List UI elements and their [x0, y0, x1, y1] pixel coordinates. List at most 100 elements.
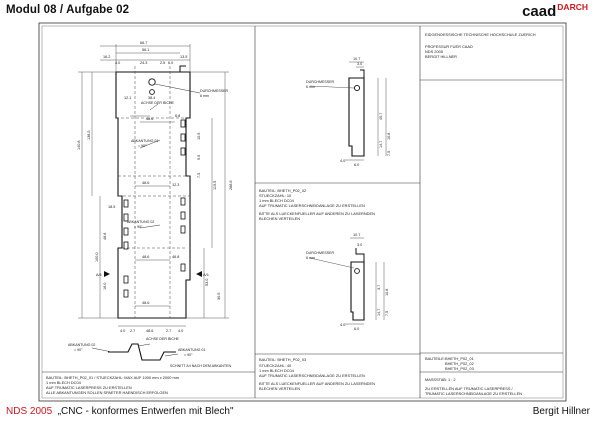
dim-label: 2.5 [160, 61, 165, 65]
part03-note: BLECHEN VERTEILEN [259, 386, 300, 391]
dim-label: 10.7 [353, 233, 360, 237]
dim-label: 10.8 [385, 289, 389, 296]
part02-note: AUF TRUMATIC LASERSCHNEIDANLAGE ZU ERSTE… [259, 203, 365, 208]
dim-label: 3.7 [377, 285, 381, 290]
section-fold1-angle: = 90° [184, 353, 193, 357]
section-marker-left [104, 271, 110, 277]
fold2-angle-label: = 90° [134, 225, 143, 229]
dim-label: 48.6 [142, 255, 149, 259]
fold1-label: ABKANTUNG 01 [131, 139, 158, 143]
sheet-note: TRUMATIC LASERSCHNEIDANLAGE ZU ERSTELLEN [425, 391, 522, 396]
footer-course: NDS 2005 „CNC - konformes Entwerfen mit … [6, 406, 234, 417]
dim-label: 48.6 [142, 181, 149, 185]
dim-label: 3.0 [357, 62, 362, 66]
dim-label: 48.6 [142, 301, 149, 305]
dim-label: 2.7 [166, 329, 171, 333]
part01-note: 1 mm BLECH DC04 [46, 380, 82, 385]
caad-logo: caadDARCH [522, 2, 588, 20]
dim-label: 6.0 [354, 163, 359, 167]
section-mark-left: A/1 [96, 272, 103, 277]
part01-leaders [139, 83, 201, 229]
dim-label: 24.3 [140, 61, 147, 65]
section-leader [164, 353, 179, 357]
part01-slot [180, 133, 186, 142]
dim-label: 53.0 [205, 279, 209, 286]
sheet-inner-frame [41, 25, 564, 399]
parts-label: BAUTEILE: [425, 356, 445, 361]
part01-slot [180, 119, 186, 128]
section-caption: SCHNITT A/I NACH DEM ABKANTEN [170, 364, 231, 368]
part02-note: BITTE ALS LUECKENFUELLER AUF ANDEREN ZU … [259, 211, 375, 216]
dim-label: 12.1 [124, 96, 131, 100]
part-id: BHETH_P02_03 [445, 366, 474, 371]
dim-label: 10.8 [387, 133, 391, 140]
institution-label: EIDGENOESSISCHE TECHNISCHE HOCHSCHULE ZU… [425, 32, 536, 37]
dim-label: 12.3 [172, 183, 179, 187]
dim-label: 56.1 [142, 48, 149, 52]
section-fold2-label: ABKANTUNG 02 [68, 343, 95, 347]
part02-outline [348, 77, 365, 157]
brand-name: caad [522, 3, 557, 20]
dim-label: 38.4 [148, 96, 155, 100]
part01-slot [123, 227, 129, 236]
section-leader [91, 347, 113, 353]
credits-line: NDS 2005 [425, 49, 443, 54]
fold2-label: ABKANTUNG 02 [127, 220, 154, 224]
dim-label: 7.5 [385, 311, 389, 316]
part02-hole [353, 84, 361, 92]
dim-label: 40.7 [379, 113, 383, 120]
dim-label: 140.8 [77, 140, 81, 150]
scale-label: MASSSTAB: [425, 377, 447, 382]
part01-slot [123, 289, 129, 298]
part01-hole-top [148, 78, 156, 86]
sheet-note: ZU ERSTELLEN AUF TRUMATIC LASERPRESS / [425, 386, 514, 391]
part01-slot [123, 199, 129, 208]
dim-label: 4.0 [115, 61, 120, 65]
section-mark-right: A/1 [203, 272, 210, 277]
part02-note: BAUTEIL: BHETH_P02_02 [259, 188, 306, 193]
part03-note: BAUTEIL: BHETH_P02_03 [259, 357, 306, 362]
dim-label: 10.5 [197, 133, 201, 140]
fold1-angle-label: = 90° [138, 144, 147, 148]
dim-label: 4.0 [340, 323, 345, 327]
dim-label: 66.7 [140, 41, 147, 45]
dim-label: 16.2 [103, 55, 110, 59]
dim-label: 119.5 [213, 181, 217, 190]
part03-note: 1 mm BLECH DC04 [259, 368, 295, 373]
part01-outline [115, 71, 191, 319]
part02-note: 1 mm BLECH DC04 [259, 198, 295, 203]
dim-label: 6.8 [175, 114, 180, 118]
part01-slot [180, 211, 186, 220]
hole-size-label: 6 mm [200, 94, 209, 98]
dim-label: 18.5 [108, 205, 115, 209]
dim-label: 7.5 [197, 173, 201, 178]
dim-label: 100.0 [95, 252, 99, 262]
dim-label: 4.0 [178, 329, 183, 333]
dim-label: 6.0 [168, 61, 173, 65]
part03-note: STUECKZAHL: 40 [259, 363, 292, 368]
part01-slot [123, 213, 129, 222]
part01-slot [123, 241, 129, 250]
dim-label: 14.7 [379, 141, 383, 148]
section-fold1-label: ABKANTUNG 01 [178, 348, 205, 352]
dim-label: 9.5 [197, 155, 201, 160]
part02-note: STUECKZAHL: 10 [259, 193, 292, 198]
dim-label: 7.5 [387, 151, 391, 156]
hole-label: DURCHMESSER [200, 89, 229, 93]
dim-label: 16.0 [103, 283, 107, 290]
part01-section-profile [108, 343, 176, 361]
part01-slot [180, 263, 186, 272]
dim-label: 48.6 [146, 329, 153, 333]
dim-label: 6.0 [354, 327, 359, 331]
dim-label: 138.5 [87, 130, 91, 140]
part01-note: AUF TRUMATIC LASERPRESS ZU ERSTELLEN [46, 385, 132, 390]
part03-hole [354, 268, 360, 274]
part-id: BHETH_P02_02 [445, 361, 474, 366]
part03-note: BITTE ALS LUECKENFUELLER AUF ANDEREN ZU … [259, 381, 375, 386]
dim-label: 14.7 [377, 309, 381, 316]
part01-fold-lines [116, 66, 190, 318]
part03-outline [350, 261, 365, 321]
course-code: NDS 2005 [6, 406, 53, 417]
section-axis-label: ACHSE DER BICHE [146, 337, 180, 341]
